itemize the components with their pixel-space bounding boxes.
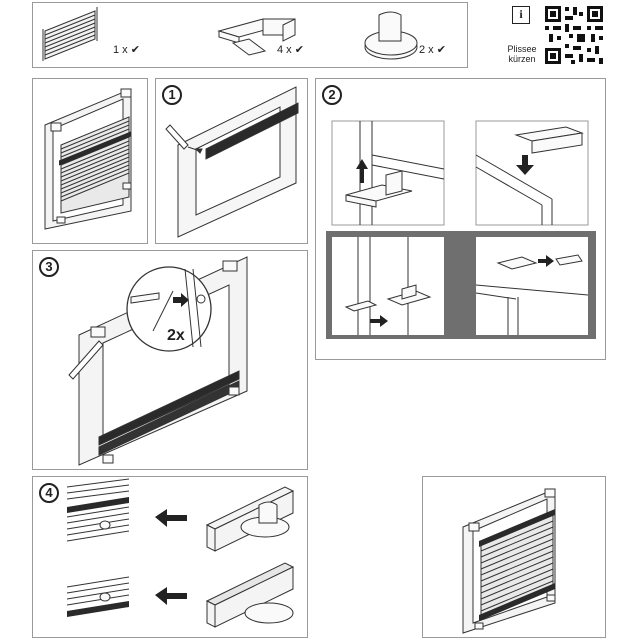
clip-qty: 2 x ✔	[419, 44, 446, 56]
parts-panel: 1 x ✔ 4 x ✔ 2 x ✔	[32, 2, 468, 68]
step2-panel: 2	[315, 78, 606, 360]
step2-illustration	[326, 120, 596, 339]
info-icon[interactable]: i	[512, 6, 530, 24]
parts-illustrations	[42, 7, 418, 61]
overview-window	[44, 88, 132, 230]
info-label-line2: kürzen	[508, 54, 536, 64]
step4-panel: 4	[32, 476, 308, 638]
step2-badge: 2	[322, 85, 342, 105]
bracket-part	[217, 18, 296, 56]
info-label-line1: Plissee	[507, 44, 537, 54]
result-panel	[422, 476, 606, 638]
step4-badge: 4	[39, 483, 59, 503]
zoom-count: 2x	[167, 327, 185, 344]
step1-illustration	[165, 86, 299, 238]
clip-part	[364, 11, 418, 60]
rail-qty: 1 x ✔	[113, 44, 140, 56]
qr-code[interactable]	[543, 4, 605, 66]
overview-panel	[32, 78, 148, 244]
rail-part	[42, 7, 98, 61]
step1-badge: 1	[162, 85, 182, 105]
step1-panel: 1	[155, 78, 308, 244]
step4-illustration	[66, 478, 295, 628]
result-window	[462, 488, 556, 634]
info-label: Plissee kürzen	[502, 44, 542, 64]
zoom-detail	[126, 266, 212, 352]
step3-illustration	[68, 256, 248, 466]
step3-panel: 3 2x	[32, 250, 308, 470]
step3-badge: 3	[39, 257, 59, 277]
bracket-qty: 4 x ✔	[277, 44, 304, 56]
